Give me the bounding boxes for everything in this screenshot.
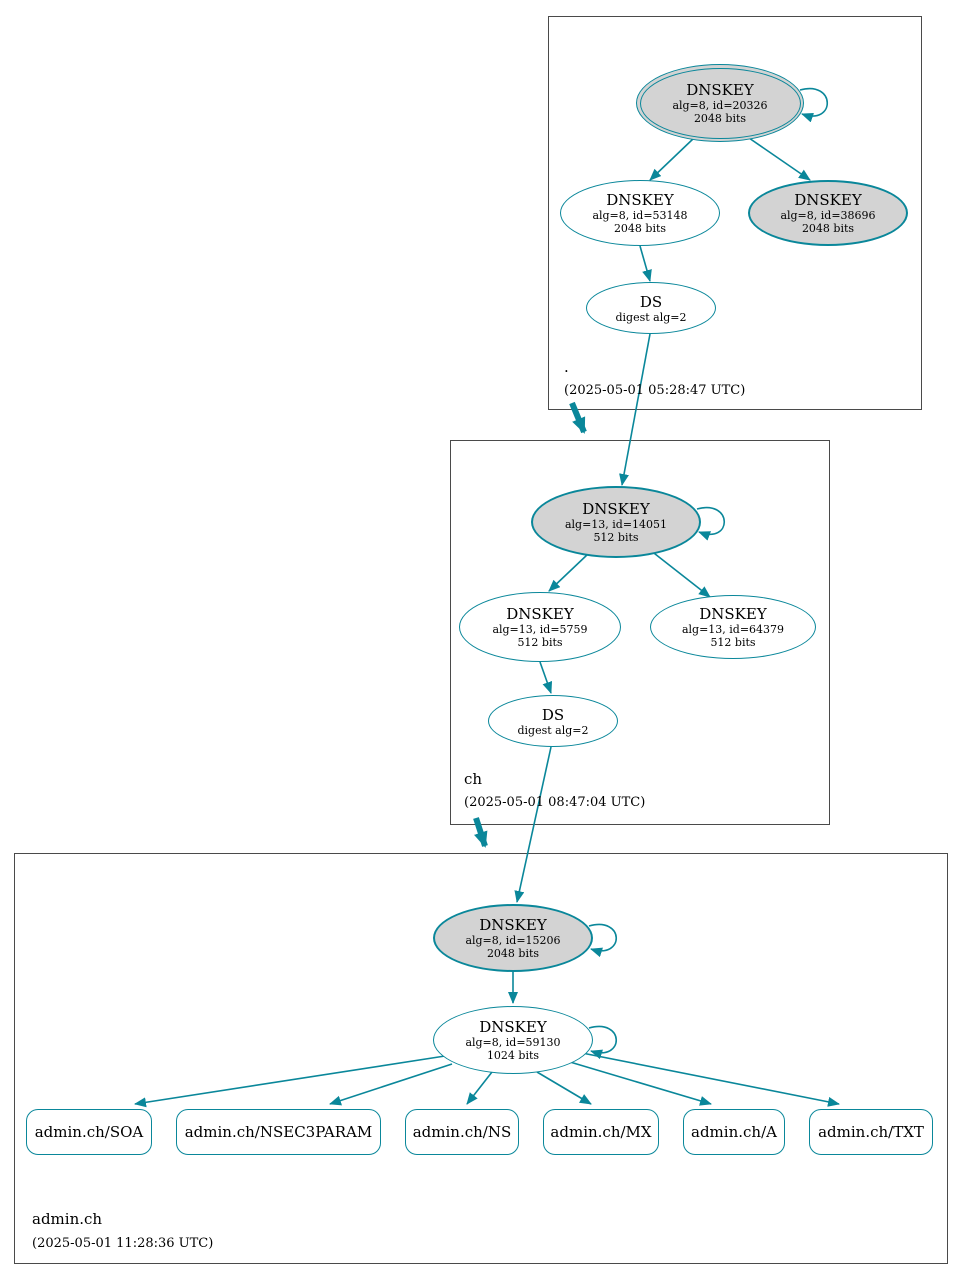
rrset-label: admin.ch/NS xyxy=(412,1123,512,1141)
rrset-label: admin.ch/SOA xyxy=(34,1123,144,1141)
zone-box-root xyxy=(548,16,922,410)
zone-label-root: . xyxy=(564,358,569,376)
rrset-adminch-soa: admin.ch/SOA xyxy=(26,1109,152,1155)
ds-ch: DS digest alg=2 xyxy=(488,695,618,747)
dnskey-root-key2: DNSKEY alg=8, id=38696 2048 bits xyxy=(748,180,908,246)
node-title: DNSKEY xyxy=(582,500,650,518)
node-title: DNSKEY xyxy=(606,191,674,209)
node-title: DNSKEY xyxy=(506,605,574,623)
node-title: DS xyxy=(639,292,663,311)
node-bits: 2048 bits xyxy=(801,222,855,235)
node-title: DNSKEY xyxy=(794,191,862,209)
zone-label-ch: ch xyxy=(464,770,483,788)
node-bits: 512 bits xyxy=(593,531,639,544)
node-detail: alg=8, id=53148 xyxy=(592,209,688,222)
rrset-adminch-mx: admin.ch/MX xyxy=(543,1109,659,1155)
rrset-adminch-ns: admin.ch/NS xyxy=(405,1109,519,1155)
node-bits: 512 bits xyxy=(710,636,756,649)
node-detail: alg=8, id=59130 xyxy=(465,1036,561,1049)
dnskey-ch-zsk: DNSKEY alg=13, id=5759 512 bits xyxy=(459,592,621,662)
dnskey-root-ksk: DNSKEY alg=8, id=20326 2048 bits xyxy=(636,64,804,142)
zone-box-adminch xyxy=(14,853,948,1264)
node-bits: 2048 bits xyxy=(693,112,747,125)
zone-label-adminch: admin.ch xyxy=(32,1210,103,1228)
node-title: DNSKEY xyxy=(479,916,547,934)
rrset-label: admin.ch/TXT xyxy=(818,1123,924,1141)
rrset-label: admin.ch/MX xyxy=(550,1123,652,1141)
node-detail: alg=13, id=64379 xyxy=(681,623,785,636)
rrset-adminch-a: admin.ch/A xyxy=(683,1109,785,1155)
rrset-label: admin.ch/A xyxy=(691,1123,777,1141)
node-detail: alg=13, id=14051 xyxy=(564,518,668,531)
dnskey-root-zsk: DNSKEY alg=8, id=53148 2048 bits xyxy=(560,180,720,246)
rrset-adminch-nsec3param: admin.ch/NSEC3PARAM xyxy=(176,1109,381,1155)
node-detail: digest alg=2 xyxy=(517,723,589,737)
node-bits: 2048 bits xyxy=(613,222,667,235)
zone-timestamp-adminch: (2025-05-01 11:28:36 UTC) xyxy=(32,1236,214,1251)
dnskey-ch-ksk: DNSKEY alg=13, id=14051 512 bits xyxy=(531,486,701,558)
node-title: DNSKEY xyxy=(686,81,754,99)
node-bits: 1024 bits xyxy=(486,1049,540,1062)
zone-timestamp-ch: (2025-05-01 08:47:04 UTC) xyxy=(464,795,646,810)
node-detail: alg=13, id=5759 xyxy=(492,623,588,636)
node-bits: 2048 bits xyxy=(486,947,540,960)
node-title: DS xyxy=(541,705,565,724)
dnskey-ch-zsk2: DNSKEY alg=13, id=64379 512 bits xyxy=(650,595,816,659)
rrset-label: admin.ch/NSEC3PARAM xyxy=(184,1123,373,1141)
node-title: DNSKEY xyxy=(699,605,767,623)
node-detail: alg=8, id=38696 xyxy=(780,209,876,222)
zone-timestamp-root: (2025-05-01 05:28:47 UTC) xyxy=(564,383,746,398)
rrset-adminch-txt: admin.ch/TXT xyxy=(809,1109,933,1155)
ds-root: DS digest alg=2 xyxy=(586,282,716,334)
node-detail: alg=8, id=15206 xyxy=(465,934,561,947)
dnskey-adminch-ksk: DNSKEY alg=8, id=15206 2048 bits xyxy=(433,904,593,972)
node-detail: digest alg=2 xyxy=(615,310,687,324)
node-title: DNSKEY xyxy=(479,1018,547,1036)
node-bits: 512 bits xyxy=(517,636,563,649)
dnskey-adminch-zsk: DNSKEY alg=8, id=59130 1024 bits xyxy=(433,1006,593,1074)
node-detail: alg=8, id=20326 xyxy=(672,99,768,112)
